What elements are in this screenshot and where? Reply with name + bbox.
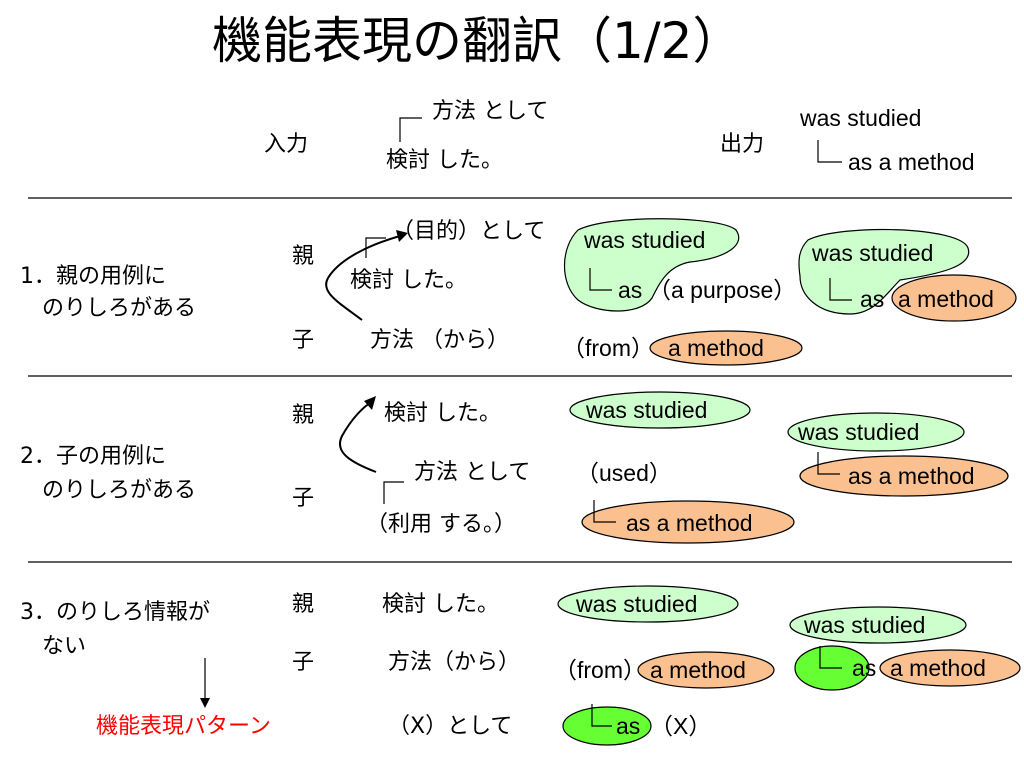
- row3-out-was-studied: was studied: [804, 612, 926, 638]
- dependency-arrow: [339, 401, 377, 473]
- row3-ex-method: a method: [650, 657, 746, 683]
- arrow-head: [396, 230, 408, 242]
- orange-ellipse: [799, 455, 1009, 497]
- tree-bracket: [819, 646, 842, 669]
- row1-jp-functional: （目的）として: [392, 219, 546, 244]
- functional-pattern-label: 機能表現パターン: [96, 714, 271, 739]
- tree-bracket: [829, 278, 852, 301]
- tree-bracket: [399, 117, 422, 142]
- green-blob: [798, 228, 970, 315]
- row3-jp-functional: （X）として: [388, 714, 513, 739]
- row3-child-marker: 子: [292, 650, 315, 675]
- row3-out-method: a method: [890, 655, 986, 681]
- input-parent-text: 検討 した。: [386, 148, 503, 173]
- row3-label-line2: ない: [20, 634, 87, 659]
- row1-child-marker: 子: [292, 328, 315, 353]
- row2-jp-child: 方法 として: [414, 460, 531, 485]
- row1-jp-parent: 検討 した。: [350, 268, 467, 293]
- tree-bracket: [589, 268, 612, 291]
- orange-ellipse: [891, 274, 1017, 322]
- output-child-text: as a method: [848, 149, 975, 175]
- green-ellipse: [787, 412, 965, 452]
- row2-parent-marker: 親: [292, 403, 315, 428]
- row1-ex-was-studied: was studied: [584, 227, 706, 253]
- row3-out-as: as: [852, 655, 877, 681]
- row2-label-line1: 2．子の用例に: [20, 444, 166, 469]
- row3-label-line1: 3．のりしろ情報が: [20, 600, 210, 625]
- tree-bracket: [817, 452, 840, 475]
- orange-ellipse: [649, 330, 803, 366]
- green-ellipse: [557, 585, 739, 623]
- row1-label-line1: 1．親の用例に: [20, 264, 166, 289]
- row2-ex-used: （used）: [576, 460, 672, 486]
- row1-jp-child: 方法 （から）: [370, 328, 509, 353]
- green-ellipse: [569, 391, 751, 429]
- orange-ellipse: [581, 500, 795, 544]
- tree-bracket: [591, 704, 612, 727]
- input-child-text: 方法 として: [432, 99, 549, 124]
- row2-ex-as-method: as a method: [626, 510, 753, 536]
- dependency-arrow: [325, 235, 401, 321]
- output-parent-text: was studied: [800, 105, 922, 131]
- row2-out-was-studied: was studied: [798, 419, 920, 445]
- row1-parent-marker: 親: [292, 244, 315, 269]
- row2-ex-was-studied: was studied: [586, 397, 708, 423]
- row3-jp-child: 方法（から）: [388, 650, 521, 675]
- row2-jp-functional: （利用 する。）: [366, 512, 516, 537]
- row1-ex-from: （from）: [562, 335, 654, 361]
- row3-ex-as: as: [616, 713, 641, 739]
- tree-bracket: [817, 140, 842, 163]
- green-ellipse: [789, 606, 967, 644]
- row1-ex-purpose: （a purpose）: [648, 277, 797, 303]
- row1-ex-as: as: [618, 277, 643, 303]
- row3-jp-parent: 検討 した。: [382, 592, 499, 617]
- row1-out-was-studied: was studied: [812, 240, 934, 266]
- arrow-head: [364, 396, 376, 410]
- green-blob: [563, 218, 740, 312]
- row3-ex-was-studied: was studied: [576, 591, 698, 617]
- tree-bracket: [593, 500, 616, 523]
- tree-bracket: [383, 481, 404, 504]
- tree-bracket: [365, 237, 386, 258]
- row3-ex-from: （from）: [554, 657, 646, 683]
- arrow-head: [200, 698, 210, 708]
- row1-out-as: as: [860, 286, 885, 312]
- row1-ex-method: a method: [668, 335, 764, 361]
- row1-label-line2: のりしろがある: [20, 296, 197, 321]
- row1-out-method: a method: [898, 286, 994, 312]
- orange-ellipse: [879, 649, 1021, 687]
- row2-label-line2: のりしろがある: [20, 478, 197, 503]
- row2-out-as-method: as a method: [848, 463, 975, 489]
- output-label: 出力: [720, 132, 765, 157]
- row3-ex-x: （X）: [650, 713, 712, 739]
- page-title: 機能表現の翻訳（1/2）: [212, 12, 743, 70]
- input-label: 入力: [264, 132, 309, 157]
- row2-child-marker: 子: [292, 486, 315, 511]
- row2-jp-parent: 検討 した。: [384, 401, 501, 426]
- orange-ellipse: [637, 651, 775, 689]
- row3-parent-marker: 親: [292, 592, 315, 617]
